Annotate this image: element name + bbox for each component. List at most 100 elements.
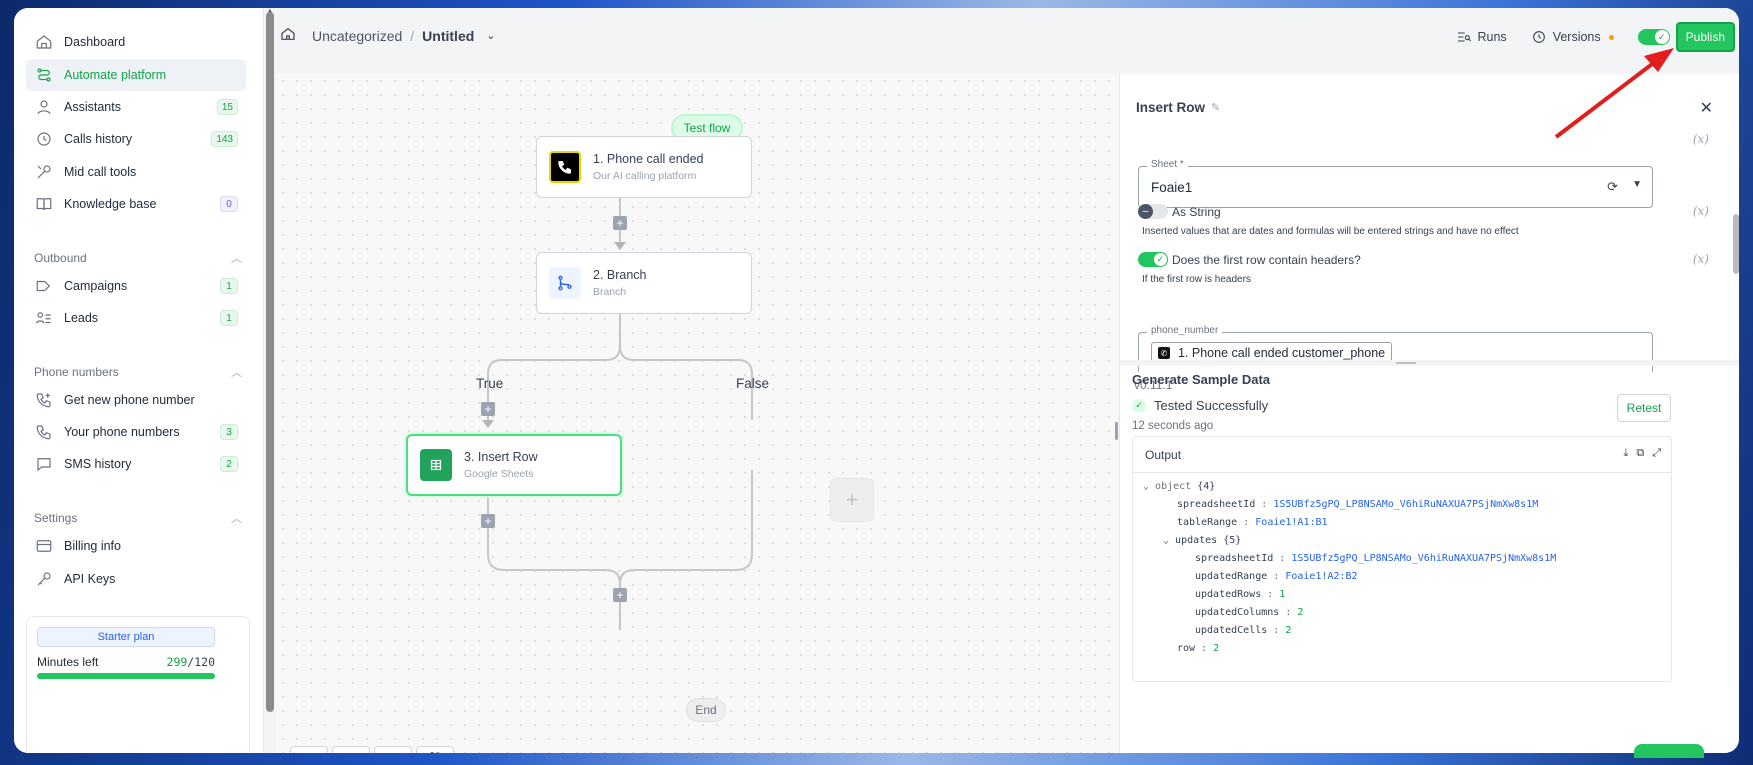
flow-node-branch[interactable]: 2. Branch Branch — [536, 252, 752, 314]
chat-widget-button[interactable] — [1634, 744, 1704, 758]
phone-plus-icon — [34, 390, 54, 410]
key-icon — [34, 569, 54, 589]
expand-icon[interactable]: ⤢ — [1652, 447, 1661, 459]
test-status: ✓ Tested Successfully — [1132, 398, 1268, 413]
toggle-label: As String — [1172, 204, 1221, 219]
as-string-hint: Inserted values that are dates and formu… — [1142, 226, 1519, 237]
google-sheets-icon — [420, 449, 452, 481]
add-step-button[interactable]: + — [613, 216, 627, 230]
sidebar-item-billing-info[interactable]: Billing info — [26, 530, 246, 562]
topbar: Uncategorized / Untitled ⌄ Runs Versions… — [280, 8, 1739, 64]
branch-icon — [549, 267, 581, 299]
sidebar-item-dashboard[interactable]: Dashboard — [26, 26, 246, 58]
panel-scrollbar[interactable] — [1733, 214, 1739, 274]
phone-number-field[interactable]: phone_number ✆ 1. Phone call ended custo… — [1138, 325, 1653, 372]
tested-time: 12 seconds ago — [1132, 420, 1214, 432]
section-phone-numbers[interactable]: Phone numbers ︿ — [34, 362, 242, 382]
dynamic-value-button[interactable]: (x) — [1692, 204, 1709, 218]
caret-down-icon[interactable]: ▼ — [1632, 179, 1642, 190]
tree-row: spreadsheetId : 1S5UBfz5gPQ_LP8NSAMo_V6h… — [1177, 499, 1539, 510]
as-string-toggle[interactable]: – — [1138, 204, 1168, 219]
canvas-controls: ↺ ⊖ ⊕ ⛶ — [290, 746, 458, 753]
node-subtitle: Google Sheets — [464, 468, 534, 480]
fit-view-button[interactable]: ⛶ — [416, 746, 454, 753]
sidebar-item-label: API Keys — [64, 572, 116, 586]
section-title: Phone numbers — [34, 365, 119, 379]
sidebar-item-leads[interactable]: Leads 1 — [26, 302, 246, 334]
count-badge: 0 — [220, 196, 238, 212]
runs-button[interactable]: Runs — [1456, 29, 1507, 45]
zoom-out-button[interactable]: ⊖ — [332, 746, 370, 753]
campaign-icon — [34, 276, 54, 296]
topbar-actions: Runs Versions ✓ Publish — [1456, 22, 1740, 52]
add-step-button[interactable]: + — [613, 588, 627, 602]
sidebar-item-api-keys[interactable]: API Keys — [26, 563, 246, 595]
sidebar-item-campaigns[interactable]: Campaigns 1 — [26, 270, 246, 302]
plan-card: Starter plan Minutes left 299/120 — [26, 616, 250, 753]
publish-button[interactable]: Publish — [1675, 22, 1735, 52]
home-icon — [34, 32, 54, 52]
refresh-icon[interactable]: ⟳ — [1607, 179, 1618, 194]
minutes-row: Minutes left 299/120 — [37, 655, 215, 669]
check-icon: ✓ — [1153, 252, 1168, 267]
plan-name[interactable]: Starter plan — [37, 627, 215, 647]
chevron-down-icon[interactable]: ⌄ — [486, 30, 496, 42]
retest-button[interactable]: Retest — [1617, 394, 1671, 422]
chat-icon — [34, 454, 54, 474]
sidebar-item-assistants[interactable]: Assistants 15 — [26, 91, 246, 123]
dynamic-value-button[interactable]: (x) — [1692, 132, 1709, 146]
section-outbound[interactable]: Outbound ︿ — [34, 248, 242, 268]
panel-resize-handle[interactable] — [1112, 74, 1126, 753]
tree-row: updatedRows : 1 — [1195, 589, 1286, 600]
flow-canvas[interactable]: Test flow 1. Phone call ended Our AI cal… — [276, 74, 1128, 753]
check-icon: ✓ — [1654, 30, 1669, 44]
tree-row: updatedColumns : 2 — [1195, 607, 1304, 618]
count-badge: 143 — [211, 131, 238, 147]
piece-version: v0.11.1 — [1134, 378, 1173, 392]
tree-row: spreadsheetId : 1S5UBfz5gPQ_LP8NSAMo_V6h… — [1195, 553, 1557, 564]
flow-node-trigger[interactable]: 1. Phone call ended Our AI calling platf… — [536, 136, 752, 198]
flow-name[interactable]: Untitled — [422, 27, 475, 44]
tree-row[interactable]: ⌄ updates {5} — [1163, 535, 1242, 546]
panel-title: Insert Row ✎ — [1136, 100, 1220, 115]
sidebar-item-knowledge-base[interactable]: Knowledge base 0 — [26, 188, 246, 220]
step-name[interactable]: Insert Row — [1136, 100, 1206, 115]
flow-connectors — [482, 198, 753, 630]
sidebar-item-your-phone-numbers[interactable]: Your phone numbers 3 — [26, 416, 246, 448]
sheet-select[interactable]: Sheet * Foaie1 ⟳ ▼ — [1138, 159, 1653, 208]
copy-icon[interactable]: ⧉ — [1636, 447, 1645, 459]
sidebar-item-automate-platform[interactable]: Automate platform — [26, 59, 246, 91]
reset-view-button[interactable]: ↺ — [290, 746, 328, 753]
close-icon[interactable]: ✕ — [1699, 100, 1713, 117]
sidebar-item-label: Campaigns — [64, 279, 128, 293]
headers-toggle[interactable]: ✓ — [1138, 252, 1168, 267]
add-false-step-button[interactable]: + — [830, 478, 874, 522]
flow-enabled-toggle[interactable]: ✓ — [1637, 29, 1670, 45]
panel-divider[interactable] — [1120, 360, 1739, 366]
download-icon[interactable]: ⤓ — [1623, 447, 1629, 459]
sidebar-item-mid-call-tools[interactable]: Mid call tools — [26, 156, 246, 188]
add-step-button[interactable]: + — [481, 402, 495, 416]
versions-button[interactable]: Versions — [1531, 29, 1614, 45]
home-icon[interactable] — [280, 26, 296, 45]
dynamic-value-button[interactable]: (x) — [1692, 252, 1709, 266]
field-label: Sheet * — [1147, 159, 1188, 170]
add-step-button[interactable]: + — [481, 514, 495, 528]
sidebar-item-calls-history[interactable]: Calls history 143 — [26, 123, 246, 155]
headers-hint: If the first row is headers — [1142, 274, 1251, 285]
sample-data-title: Generate Sample Data — [1132, 372, 1271, 387]
sidebar-item-sms-history[interactable]: SMS history 2 — [26, 448, 246, 480]
tools-icon — [34, 162, 54, 182]
flow-node-insert-row[interactable]: 3. Insert Row Google Sheets — [406, 434, 622, 496]
node-title: 3. Insert Row — [464, 450, 538, 464]
section-settings[interactable]: Settings ︿ — [34, 508, 242, 528]
pencil-icon[interactable]: ✎ — [1211, 102, 1221, 114]
tree-row[interactable]: ⌄ object {4} — [1143, 481, 1216, 492]
sidebar-item-get-new-phone-number[interactable]: Get new phone number — [26, 384, 246, 416]
sidebar-scrollbar[interactable] — [266, 12, 274, 712]
zoom-in-button[interactable]: ⊕ — [374, 746, 412, 753]
chevron-up-icon: ︿ — [231, 513, 242, 525]
breadcrumb-folder[interactable]: Uncategorized — [312, 27, 403, 44]
tree-row: row : 2 — [1177, 643, 1220, 654]
output-label: Output — [1145, 447, 1182, 462]
